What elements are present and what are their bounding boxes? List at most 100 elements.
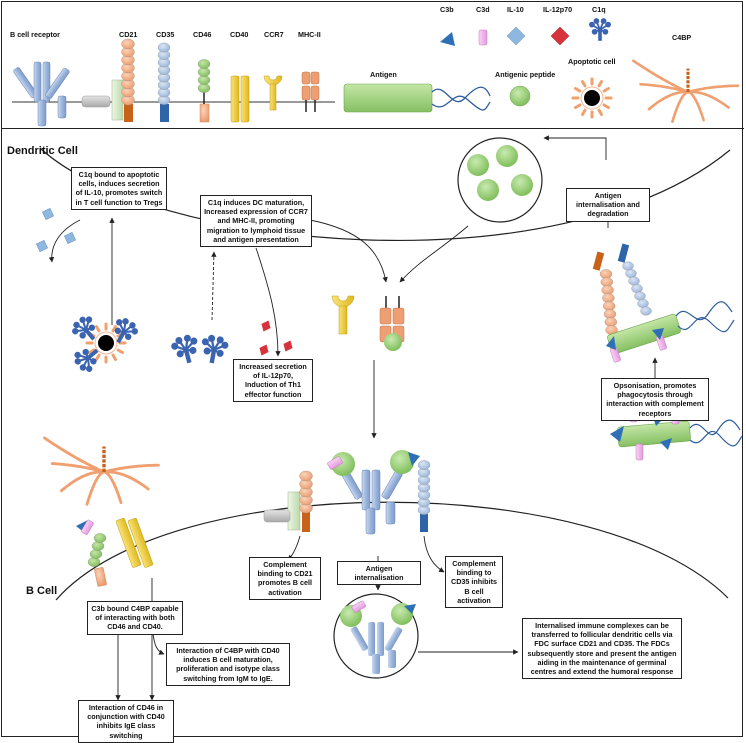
vesicle-peptide bbox=[467, 154, 489, 176]
legend-cd21-label: CD21 bbox=[119, 30, 138, 39]
legend-cd46-icon bbox=[197, 59, 211, 123]
c1q-molecule bbox=[74, 348, 99, 372]
legend-mhc2-label: MHC-II bbox=[298, 30, 321, 39]
vesicle-peptide bbox=[511, 174, 533, 196]
bcell-bcr-complex bbox=[327, 450, 420, 535]
legend-peptide-label: Antigenic peptide bbox=[495, 70, 556, 79]
dc-title: Dendritic Cell bbox=[7, 145, 78, 157]
legend-il12-label: IL-12p70 bbox=[543, 5, 573, 14]
box-cd46: Interaction of CD46 in conjunction with … bbox=[78, 700, 174, 743]
domain-bead bbox=[93, 533, 107, 543]
legend-antigen-label: Antigen bbox=[370, 70, 397, 79]
domain-bead bbox=[121, 38, 135, 50]
domain-bead bbox=[197, 59, 211, 69]
c1q-molecule bbox=[114, 318, 138, 344]
box-c4bp: C3b bound C4BP capable of interacting wi… bbox=[87, 601, 183, 635]
il10-molecule bbox=[64, 232, 76, 244]
bcell-c4bp bbox=[43, 436, 160, 506]
domain-bead bbox=[637, 299, 649, 308]
bcell-title: B Cell bbox=[26, 585, 58, 597]
legend-ccr7-icon bbox=[263, 75, 283, 111]
domain-bead bbox=[602, 293, 615, 303]
domain-bead bbox=[628, 276, 640, 286]
legend-c3d-label: C3d bbox=[476, 5, 490, 14]
dc-ccr7 bbox=[331, 295, 355, 335]
il12-molecule bbox=[261, 320, 271, 332]
box-opsonisation: Opsonisation, promotes phagocytosis thro… bbox=[601, 378, 709, 421]
legend-cd21-icon bbox=[111, 38, 135, 122]
legend-ccr7-label: CCR7 bbox=[264, 30, 284, 39]
legend-cd35-label: CD35 bbox=[156, 30, 175, 39]
il12-molecule bbox=[283, 340, 293, 352]
domain-bead bbox=[601, 285, 614, 295]
arrows bbox=[48, 135, 658, 701]
box-il12: Increased secretion of IL-12p70, Inducti… bbox=[233, 359, 313, 402]
legend-antigen-icon bbox=[343, 83, 491, 113]
legend-cd40-icon bbox=[230, 75, 250, 123]
domain-bead bbox=[89, 549, 103, 559]
domain-bead bbox=[87, 557, 101, 567]
dc-mhc2 bbox=[379, 296, 405, 351]
box-cd40: Interaction of C4BP with CD40 induces B … bbox=[166, 643, 290, 686]
box-c1q-apoptotic: C1q bound to apoptotic cells, induces se… bbox=[71, 167, 167, 210]
legend-cd40-label: CD40 bbox=[230, 30, 249, 39]
bcell-cd35 bbox=[417, 460, 431, 532]
domain-bead bbox=[157, 42, 171, 53]
domain-bead bbox=[634, 291, 646, 301]
legend-apoptotic-label: Apoptotic cell bbox=[568, 57, 616, 66]
bcell-cd46 bbox=[76, 519, 107, 587]
box-fdc: Internalised immune complexes can be tra… bbox=[522, 618, 682, 680]
box-cd21: Complement binding to CD21 promotes B ce… bbox=[249, 557, 321, 600]
il10-molecule bbox=[42, 208, 54, 220]
legend-il10-icon bbox=[506, 26, 526, 46]
box-c1q-maturation: C1q induces DC maturation, Increased exp… bbox=[200, 195, 312, 248]
legend-c1q-icon bbox=[589, 18, 611, 41]
domain-bead bbox=[599, 269, 613, 279]
vesicle-immune-complex bbox=[340, 600, 416, 674]
il10-molecule bbox=[36, 240, 48, 252]
legend-mhc2-icon bbox=[301, 71, 320, 112]
domain-bead bbox=[622, 261, 634, 271]
box-cd35: Complement binding to CD35 inhibits B ce… bbox=[445, 556, 503, 609]
legend-bcr-label: B cell receptor bbox=[10, 30, 60, 39]
domain-bead bbox=[299, 470, 313, 482]
legend-c3b-icon bbox=[440, 32, 455, 46]
dc-complement-receptors bbox=[592, 243, 735, 363]
legend-c3b-label: C3b bbox=[440, 5, 454, 14]
legend-cd35-icon bbox=[157, 42, 171, 122]
c1q-molecule bbox=[72, 316, 96, 341]
domain-bead bbox=[631, 284, 643, 293]
legend-apoptotic-icon bbox=[571, 77, 613, 119]
il12-molecule bbox=[259, 344, 269, 356]
domain-bead bbox=[417, 460, 431, 470]
legend-c1q-label: C1q bbox=[592, 5, 606, 14]
vesicle-peptide bbox=[496, 145, 518, 167]
bcell-cd40 bbox=[115, 517, 154, 568]
legend-cd46-label: CD46 bbox=[193, 30, 212, 39]
bcell-cd21 bbox=[263, 470, 313, 532]
c1q-molecule bbox=[589, 18, 611, 41]
domain-bead bbox=[604, 317, 617, 327]
domain-bead bbox=[600, 277, 613, 287]
dc-c1q-molecules bbox=[72, 316, 229, 372]
domain-bead bbox=[625, 269, 637, 278]
legend-il12-icon bbox=[550, 26, 570, 46]
c1q-molecule bbox=[171, 334, 198, 364]
vesicle-peptide bbox=[477, 179, 499, 201]
c1q-molecule bbox=[201, 334, 229, 364]
domain-bead bbox=[603, 301, 616, 311]
legend-c4bp-icon bbox=[632, 59, 740, 123]
box-internalisation: Antigen internalisation and degradation bbox=[566, 188, 650, 222]
legend-peptide-icon bbox=[509, 85, 531, 107]
domain-bead bbox=[640, 306, 652, 316]
dc-apoptotic-cell bbox=[85, 322, 127, 364]
legend-bcr-icon bbox=[13, 61, 111, 127]
box-internal: Antigen internalisation bbox=[337, 561, 421, 586]
domain-bead bbox=[603, 309, 617, 319]
legend-c4bp-label: C4BP bbox=[672, 33, 692, 42]
legend-divider bbox=[1, 128, 744, 129]
domain-bead bbox=[91, 541, 105, 551]
legend-c3d-icon bbox=[478, 29, 488, 46]
